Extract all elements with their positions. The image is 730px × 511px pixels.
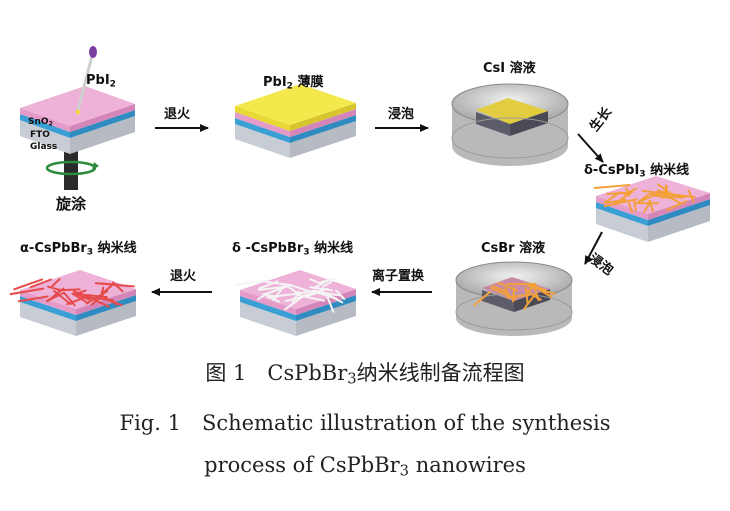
nanowire [326,296,335,313]
nanowire [29,278,52,289]
label-sno2: SnO2 [28,117,53,128]
label-glass: Glass [30,142,58,152]
pipette-icon [76,55,94,111]
nanowire [284,292,318,303]
nanowire [605,198,627,204]
substrate-stack-1 [20,46,135,190]
label-spin-coat: 旋涂 [56,195,87,213]
label-delta-cspbi3: δ-CsPbI3 纳米线 [584,163,690,180]
nanowire [603,191,621,204]
nanowire [66,296,85,306]
nanowire [504,287,511,298]
nanowire [284,296,303,311]
label-fto: FTO [30,130,50,140]
nanowire [665,200,688,212]
spin-rod [64,150,78,190]
nanowire [539,289,553,298]
nanowire [473,290,492,307]
nanowire [633,200,637,212]
csi-dish [451,83,569,166]
label-ion-exchange: 离子置换 [372,269,425,284]
nanowire [17,295,49,303]
nanowire [80,295,115,302]
caption-english-line-1: Fig. 1 Schematic illustration of the syn… [119,411,611,435]
nanowire [623,187,638,196]
nanowire [285,284,303,297]
nanowires-orange [593,183,696,214]
caption-english-line-2: process of CsPbBr3 nanowires [204,453,526,480]
nanowire [233,279,268,286]
nanowire [636,194,649,204]
nanowire [62,291,76,307]
nanowire [102,283,115,294]
nanowire [57,288,81,292]
nanowire [288,283,315,294]
nanowire [266,293,291,299]
label-alpha-cspbbr3: α-CsPbBr3 纳米线 [20,241,137,258]
nanowires-in-dish [473,281,556,310]
nanowire [523,293,536,310]
label-anneal-1: 退火 [164,107,191,122]
nanowire [643,200,652,213]
nanowire [497,281,518,292]
caption-chinese: 图 1 CsPbBr3纳米线制备流程图 [205,361,525,388]
label-csi-solution: CsI 溶液 [483,61,536,76]
nanowire [262,293,279,298]
nanowire [312,278,332,289]
nanowire [640,191,663,202]
synthesis-diagram [9,46,710,336]
substrate-stack-6 [240,270,356,336]
nanowire [258,280,279,290]
nanowire [73,289,87,296]
nanowire [491,284,508,293]
nanowire [527,283,537,293]
nanowire [51,278,61,288]
nanowire [53,290,72,306]
nanowire [335,289,346,300]
nanowire [593,184,631,190]
nanowire [659,191,696,199]
label-anneal-2: 退火 [170,269,197,284]
nanowire [321,280,333,288]
nanowire [505,293,533,299]
label-delta-cspbbr3: δ -CsPbBr3 纳米线 [232,241,354,258]
nanowire [657,183,671,194]
nanowire [257,285,287,291]
nanowire [309,278,324,286]
label-soak-1: 浸泡 [388,107,415,122]
nanowire [296,293,325,302]
arrow-soak-2 [584,231,603,265]
nanowire [526,283,547,291]
nanowire [315,290,342,297]
nanowire [603,198,638,208]
nanowires-white [233,278,346,313]
nanowire [47,285,62,292]
label-csbr-solution: CsBr 溶液 [481,241,546,256]
nanowires-red [9,278,135,308]
arrow-growth [577,133,604,163]
nanowire [321,291,344,304]
nanowire [627,202,634,214]
nanowire [9,287,45,296]
label-pbi2: PbI2 [86,73,116,90]
substrate-stack-2 [235,84,356,158]
nanowire [73,292,108,299]
label-pbi2-film: PbI2 薄膜 [263,75,324,92]
nanowire [13,278,44,291]
nanowire [264,280,291,286]
